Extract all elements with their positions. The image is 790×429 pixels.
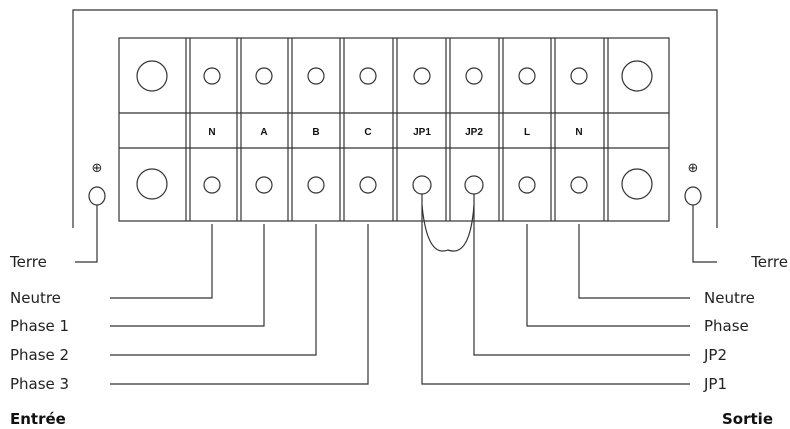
terminal-screw-bottom [518, 176, 536, 194]
terminal-label: JP2 [465, 127, 483, 138]
wire-phase1-in [110, 224, 265, 327]
terminal-label: B [312, 127, 319, 138]
label-input: Phase 3 [10, 375, 69, 393]
terminal-screw-top [570, 67, 588, 85]
label-output: JP1 [703, 375, 727, 393]
header-input: Entrée [10, 410, 66, 428]
terminal-screw-top [413, 67, 431, 85]
mounting-screw [136, 168, 168, 200]
terminal-screw-top [203, 67, 221, 85]
ground-icon: ⊕ [688, 161, 699, 176]
terminal-screw-bottom [359, 176, 377, 194]
label-output: JP2 [703, 346, 727, 364]
terminal-screw-bottom [203, 176, 221, 194]
terminal-screw-bottom [464, 175, 484, 195]
ground-terminal [684, 186, 702, 206]
terminal-screw-bottom [570, 176, 588, 194]
label-output: Neutre [704, 289, 755, 307]
terminal-screw-top [465, 67, 483, 85]
wire-jp1-out [421, 194, 690, 385]
label-output: Phase [704, 317, 749, 335]
label-input: Phase 1 [10, 317, 69, 335]
mounting-screw [621, 168, 653, 200]
label-input: Phase 2 [10, 346, 69, 364]
terminal-screw-bottom [307, 176, 325, 194]
wire-earth-right [692, 205, 717, 263]
header-output: Sortie [722, 410, 773, 428]
terminal-label: L [524, 127, 530, 138]
wire-phase-out [526, 224, 690, 327]
wire-neutral-in [110, 224, 213, 299]
wire-phase3-in [110, 224, 369, 385]
enclosure-outline [72, 9, 718, 228]
terminal-label: JP1 [413, 127, 431, 138]
label-earth-in: Terre [9, 253, 47, 271]
wire-earth-left [75, 205, 98, 263]
terminal-screw-bottom [255, 176, 273, 194]
jumper-wire [421, 204, 475, 252]
terminal-label: A [260, 127, 267, 138]
wire-neutral-out [578, 224, 690, 299]
terminal-screw-top [359, 67, 377, 85]
terminal-screw-bottom [412, 175, 432, 195]
terminal-screw-top [518, 67, 536, 85]
terminal-label: N [575, 127, 582, 138]
mounting-screw [136, 60, 168, 92]
wire-phase2-in [110, 224, 317, 356]
ground-icon: ⊕ [92, 161, 103, 176]
wire-jp2-out [473, 194, 690, 356]
mounting-screw [621, 60, 653, 92]
terminal-label: N [208, 127, 215, 138]
label-input: Neutre [10, 289, 61, 307]
terminal-label: C [364, 127, 371, 138]
terminal-block-frame [118, 37, 670, 222]
terminal-screw-top [307, 67, 325, 85]
ground-terminal [88, 186, 106, 206]
label-earth-out: Terre [750, 253, 788, 271]
terminal-screw-top [255, 67, 273, 85]
